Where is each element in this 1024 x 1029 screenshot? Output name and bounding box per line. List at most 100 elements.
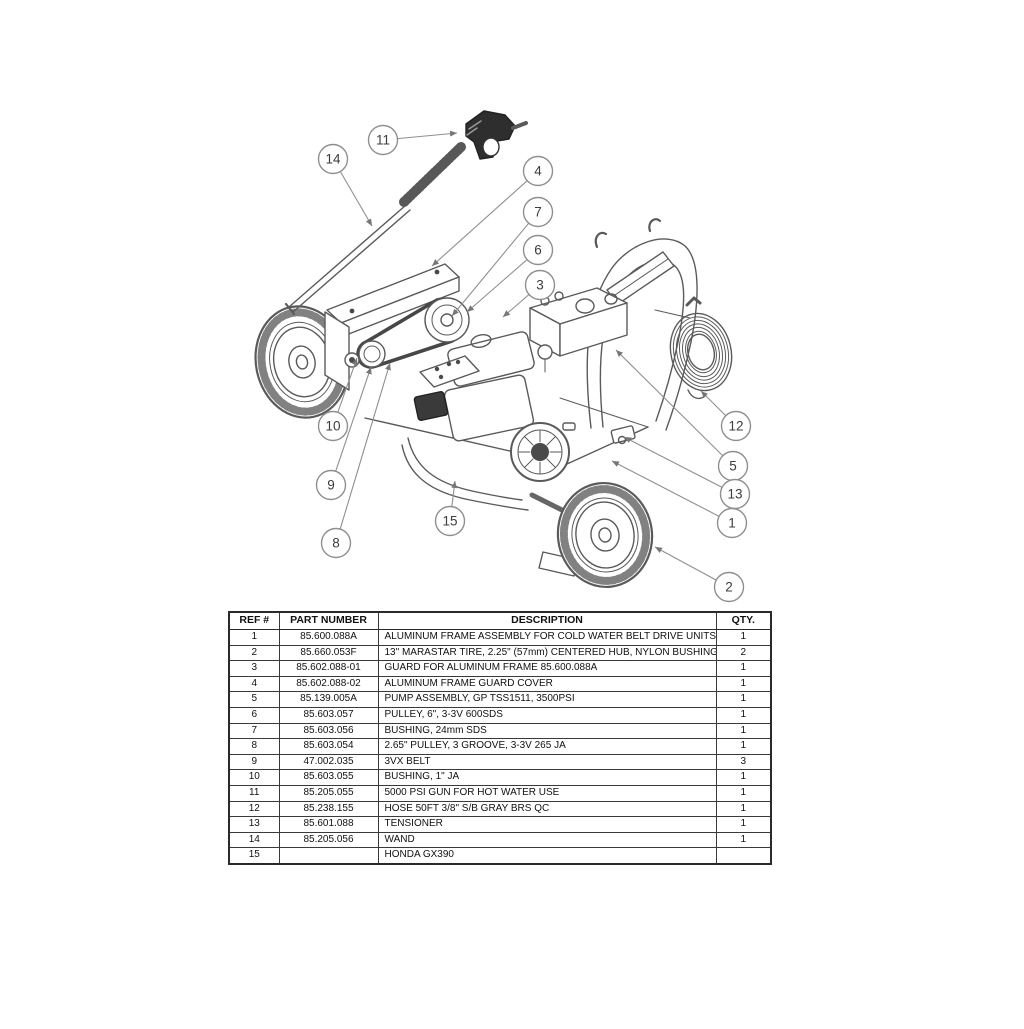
- callout-10: 10: [317, 357, 358, 442]
- cell-ref: 11: [228, 784, 280, 802]
- callout-4: 4: [431, 155, 554, 267]
- callout-leader-line: [431, 180, 528, 267]
- callout-2: 2: [654, 546, 745, 603]
- callout-balloon: [524, 269, 556, 301]
- callout-leader-line: [615, 349, 724, 457]
- cell-description: WAND: [377, 831, 717, 849]
- callout-leader-line: [337, 357, 358, 413]
- cell-description: 2.65" PULLEY, 3 GROOVE, 3-3V 265 JA: [377, 738, 717, 755]
- callout-5: 5: [615, 349, 749, 482]
- callout-number: 10: [325, 419, 340, 434]
- cell-description: BUSHING, 24mm SDS: [377, 722, 717, 740]
- cell-description: BUSHING, 1" JA: [377, 769, 717, 786]
- engine-illustration: [413, 331, 576, 482]
- cell-ref: 15: [228, 847, 280, 865]
- cell-qty: 1: [715, 629, 772, 646]
- callout-9: 9: [315, 366, 372, 501]
- callout-number: 7: [534, 205, 542, 220]
- callout-leader-line: [700, 390, 727, 417]
- front-wheel-illustration: [556, 481, 654, 589]
- callout-number: 13: [727, 487, 742, 502]
- callout-balloon: [434, 505, 466, 537]
- cell-ref: 4: [228, 675, 280, 693]
- cell-qty: 1: [715, 816, 772, 833]
- callout-8: 8: [320, 362, 391, 559]
- cell-part-number: 85.603.056: [278, 722, 379, 740]
- callout-balloon: [522, 196, 554, 228]
- callout-balloon: [716, 507, 748, 539]
- cell-part-number: 85.601.088: [278, 816, 379, 833]
- belt-drive-illustration: [344, 297, 470, 369]
- cell-ref: 1: [228, 629, 280, 646]
- cell-part-number: 85.139.005A: [278, 691, 379, 708]
- cell-description: ALUMINUM FRAME GUARD COVER: [377, 675, 717, 693]
- callout-balloon: [317, 410, 349, 442]
- cell-qty: 1: [715, 738, 772, 755]
- callout-number: 9: [327, 478, 335, 493]
- cell-part-number: 85.238.155: [278, 800, 379, 818]
- cell-ref: 5: [228, 691, 280, 708]
- callout-leader-line: [451, 480, 458, 507]
- callout-leader-line: [339, 171, 373, 227]
- cell-description: HOSE 50FT 3/8" S/B GRAY BRS QC: [377, 800, 717, 818]
- callout-leader-line: [654, 546, 717, 581]
- cell-ref: 14: [228, 831, 280, 849]
- callout-balloon: [315, 469, 347, 501]
- cell-qty: 1: [715, 706, 772, 724]
- callout-number: 6: [534, 243, 542, 258]
- callout-balloon: [522, 155, 554, 187]
- header-part-number: PART NUMBER: [278, 611, 379, 630]
- cell-part-number: 85.205.055: [278, 784, 379, 802]
- cell-ref: 10: [228, 769, 280, 786]
- callout-balloon: [713, 571, 745, 603]
- hose-coil-illustration: [669, 312, 733, 392]
- cell-qty: 1: [715, 722, 772, 740]
- cell-description: HONDA GX390: [377, 847, 717, 865]
- callout-balloon: [720, 410, 752, 442]
- callout-balloon: [367, 124, 399, 156]
- callout-number: 2: [725, 580, 733, 595]
- callout-11: 11: [367, 124, 458, 156]
- cell-description: 3VX BELT: [377, 753, 717, 771]
- callout-leader-line: [623, 436, 723, 488]
- callout-7: 7: [451, 196, 554, 317]
- callout-number: 14: [325, 152, 341, 167]
- cell-qty: 1: [715, 769, 772, 786]
- callout-leader-line: [611, 460, 720, 517]
- cell-qty: 3: [715, 753, 772, 771]
- cell-qty: [715, 847, 772, 865]
- cell-qty: 2: [715, 644, 772, 662]
- cell-ref: 8: [228, 738, 280, 755]
- cell-ref: 9: [228, 753, 280, 771]
- cell-part-number: 47.002.035: [278, 753, 379, 771]
- spray-gun-illustration: [465, 110, 528, 160]
- callout-leader-line: [451, 222, 530, 317]
- cell-part-number: 85.603.057: [278, 706, 379, 724]
- cell-description: GUARD FOR ALUMINUM FRAME 85.600.088A: [377, 660, 717, 677]
- belt-guard-illustration: [324, 263, 460, 391]
- callout-14: 14: [317, 143, 373, 227]
- callout-leader-line: [502, 294, 530, 318]
- cell-description: 5000 PSI GUN FOR HOT WATER USE: [377, 784, 717, 802]
- callout-6: 6: [466, 234, 554, 313]
- cell-part-number: 85.660.053F: [278, 644, 379, 662]
- cell-description: PULLEY, 6", 3-3V 600SDS: [377, 706, 717, 724]
- cell-qty: 1: [715, 784, 772, 802]
- header-qty: QTY.: [715, 611, 772, 630]
- cell-ref: 12: [228, 800, 280, 818]
